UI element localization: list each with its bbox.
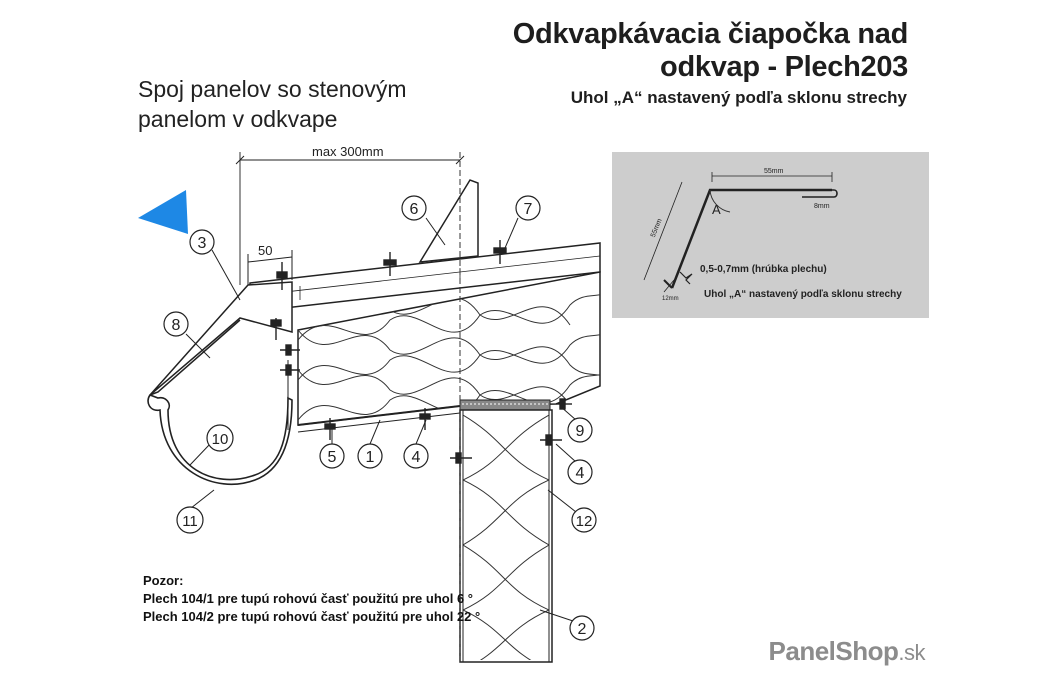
brand-logo: PanelShop.sk bbox=[768, 636, 926, 667]
warning-note-line-1: Plech 104/1 pre tupú rohovú časť použitú… bbox=[143, 591, 473, 606]
dimension-max-spacing bbox=[235, 155, 465, 165]
title-line-2: odkvap - Plech203 bbox=[660, 51, 908, 83]
ridge-flashing bbox=[418, 179, 479, 263]
callout-10-label: 10 bbox=[212, 431, 229, 448]
warning-note-line-2: Plech 104/2 pre tupú rohovú časť použitú… bbox=[143, 609, 481, 624]
callout-4-wall-label: 4 bbox=[576, 465, 585, 482]
callout-8-label: 8 bbox=[172, 317, 181, 334]
callout-2: 2 bbox=[569, 615, 595, 641]
title-line-1: Odkvapkávacia čiapočka nad bbox=[512, 18, 909, 50]
callout-2-label: 2 bbox=[578, 621, 587, 638]
screw-flashing bbox=[270, 318, 282, 340]
screw-roof-3 bbox=[493, 240, 507, 264]
callout-1: 1 bbox=[357, 443, 383, 469]
callout-4-ceiling-label: 4 bbox=[412, 449, 421, 466]
inset-dim-hem: 8mm bbox=[814, 203, 830, 210]
callout-5-label: 5 bbox=[328, 449, 337, 466]
diagram-title: Odkvapkávacia čiapočka nad odkvap - Plec… bbox=[512, 18, 909, 84]
warning-note-heading: Pozor: bbox=[143, 573, 184, 588]
profile-inset-drawing: 55mm 55mm 8mm 12mm A bbox=[643, 168, 838, 302]
screw-wall-2 bbox=[540, 434, 562, 446]
brand-name: PanelShop bbox=[768, 636, 899, 666]
callout-10: 10 bbox=[206, 424, 234, 452]
callout-11-label: 11 bbox=[182, 513, 198, 530]
callout-7: 7 bbox=[515, 195, 541, 221]
screw-ceiling-2 bbox=[419, 408, 431, 430]
inset-angle-label: A bbox=[712, 202, 721, 217]
brand-tld: .sk bbox=[898, 640, 925, 665]
callout-4-wall: 4 bbox=[567, 459, 593, 485]
callout-9-label: 9 bbox=[576, 423, 585, 440]
screw-roof-2 bbox=[383, 252, 397, 276]
callout-3-label: 3 bbox=[198, 235, 207, 252]
warning-note: Pozor: Plech 104/1 pre tupú rohovú časť … bbox=[143, 572, 480, 626]
section-title: Spoj panelov so stenovým panelom v odkva… bbox=[138, 74, 407, 134]
wall-panel bbox=[459, 409, 553, 663]
inset-dim-top: 55mm bbox=[764, 168, 784, 175]
callout-5: 5 bbox=[319, 443, 345, 469]
section-title-line-2: panelom v odkvape bbox=[138, 106, 338, 132]
callout-3: 3 bbox=[189, 229, 215, 255]
callout-12-label: 12 bbox=[576, 513, 593, 530]
callout-7-label: 7 bbox=[524, 201, 533, 218]
section-title-line-1: Spoj panelov so stenovým bbox=[138, 76, 407, 102]
pointer-arrow-icon bbox=[138, 190, 188, 234]
dimension-overlap-label: 50 bbox=[258, 243, 272, 258]
callout-1-label: 1 bbox=[366, 449, 375, 466]
callout-11: 11 bbox=[176, 506, 204, 534]
screw-gutter-1 bbox=[280, 344, 300, 356]
callout-6-label: 6 bbox=[410, 201, 419, 218]
dimension-overlap bbox=[247, 250, 293, 285]
drip-cap-flashing bbox=[149, 281, 293, 396]
roof-insulation bbox=[297, 271, 601, 433]
callout-4-ceiling: 4 bbox=[403, 443, 429, 469]
callout-12: 12 bbox=[571, 507, 597, 533]
inset-angle-note: Uhol „A“ nastavený podľa sklonu strechy bbox=[704, 289, 902, 300]
callout-6: 6 bbox=[401, 195, 427, 221]
fasteners bbox=[270, 240, 572, 464]
diagram-subtitle: Uhol „A“ nastavený podľa sklonu strechy bbox=[570, 88, 907, 107]
dimension-max-spacing-label: max 300mm bbox=[312, 144, 384, 159]
profile-inset: 55mm 55mm 8mm 12mm A 0,5-0,7mm (hrúbka p… bbox=[612, 152, 929, 318]
screw-wall-1 bbox=[450, 452, 472, 464]
callout-8: 8 bbox=[163, 311, 189, 337]
screw-ceiling-1 bbox=[324, 418, 336, 440]
callout-9: 9 bbox=[567, 417, 593, 443]
screw-wall-3 bbox=[556, 398, 572, 410]
screw-gutter-2 bbox=[280, 364, 300, 376]
inset-dim-bottom: 12mm bbox=[662, 296, 679, 302]
screw-roof-1 bbox=[276, 262, 288, 290]
inset-thickness-note: 0,5-0,7mm (hrúbka plechu) bbox=[700, 264, 827, 275]
